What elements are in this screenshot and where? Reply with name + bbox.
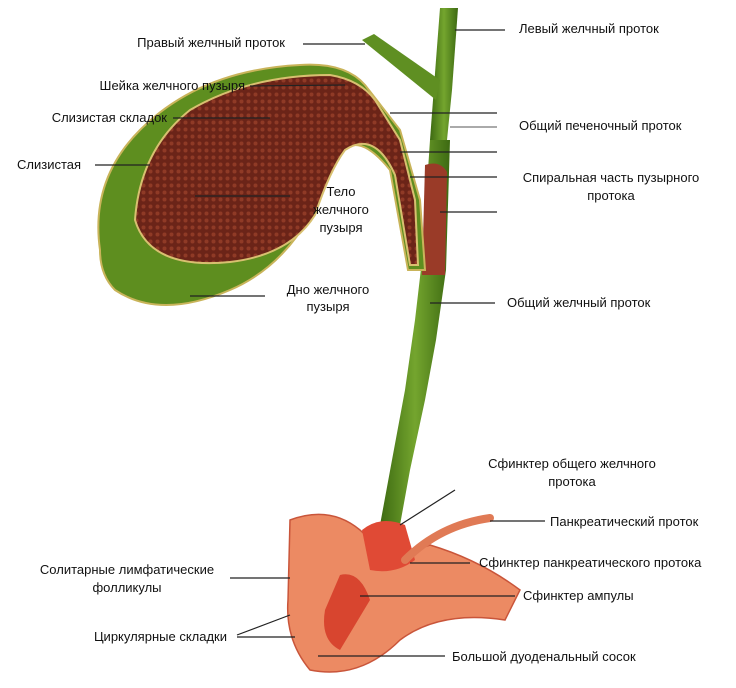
- label-fundus: пузыря: [307, 299, 350, 314]
- label-common-bile-duct: Общий желчный проток: [507, 295, 651, 310]
- sphincter-shape: [362, 521, 415, 572]
- label-mucosal-folds: Слизистая складок: [52, 110, 168, 125]
- label-cbd-sphincter: протока: [548, 474, 596, 489]
- label-pancreatic-sphincter: Сфинктер панкреатического протока: [479, 555, 702, 570]
- label-mucosa: Слизистая: [17, 157, 81, 172]
- pancreatic-duct-shape: [401, 514, 494, 564]
- label-spiral-part: протока: [587, 188, 635, 203]
- label-lymph-follicles: Солитарные лимфатические: [40, 562, 214, 577]
- ampulla-shape: [324, 574, 370, 650]
- label-body-line: пузыря: [320, 220, 363, 235]
- label-common-hepatic-duct: Общий печеночный проток: [519, 118, 682, 133]
- label-ampulla-sphincter: Сфинктер ампулы: [523, 588, 634, 603]
- label-circular-folds: Циркулярные складки: [94, 629, 227, 644]
- label-pancreatic-duct: Панкреатический проток: [550, 514, 699, 529]
- gallbladder-mucosa: [133, 73, 420, 266]
- label-lymph-follicles: фолликулы: [92, 580, 161, 595]
- label-left-hepatic-duct: Левый желчный проток: [519, 21, 659, 36]
- label-body-line: желчного: [313, 202, 369, 217]
- label-body: Тело желчного пузыря: [313, 184, 369, 235]
- label-right-hepatic-duct: Правый желчный проток: [137, 35, 285, 50]
- label-body-line: Тело: [327, 184, 356, 199]
- spiral-duct-shape: [422, 163, 447, 275]
- left-hepatic-duct-shape: [430, 8, 458, 140]
- leader-lines: [95, 29, 545, 657]
- label-spiral-part: Спиральная часть пузырного: [523, 170, 700, 185]
- right-hepatic-duct-shape: [362, 34, 440, 100]
- label-cbd-sphincter: Сфинктер общего желчного: [488, 456, 656, 471]
- label-fundus: Дно желчного: [287, 282, 370, 297]
- label-major-papilla: Большой дуоденальный сосок: [452, 649, 636, 664]
- label-gallbladder-neck: Шейка желчного пузыря: [100, 78, 245, 93]
